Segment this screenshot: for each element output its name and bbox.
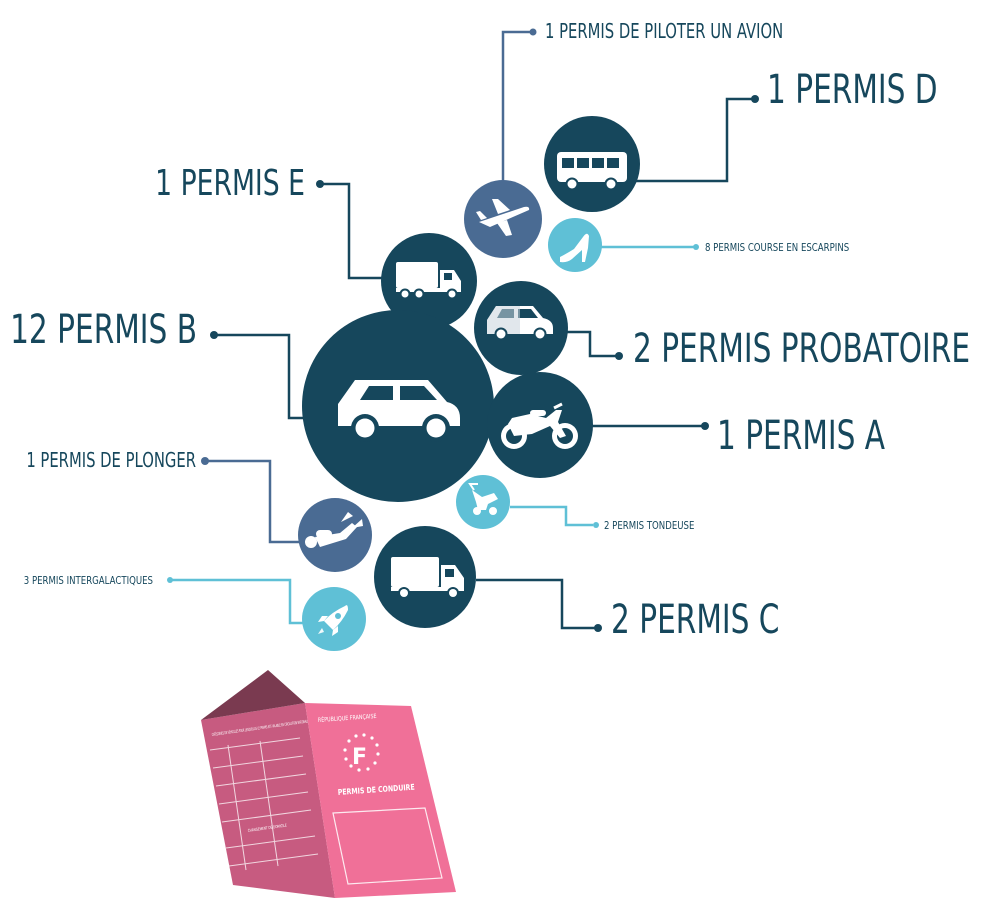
label-plonger: 1 PERMIS DE PLONGER	[26, 450, 196, 473]
rocket-icon	[318, 605, 348, 636]
connector-dot-plonger	[201, 457, 209, 465]
truck-trailer-icon	[396, 262, 461, 300]
label-intergalactiques: 3 PERMIS INTERGALACTIQUES	[24, 575, 153, 587]
label-a: 1 PERMIS A	[717, 413, 885, 460]
connector-probatoire	[567, 330, 616, 358]
label-tondeuse: 2 PERMIS TONDEUSE	[604, 520, 694, 532]
connector-dot-b	[210, 331, 218, 339]
driving-licence-icon: CATÉGORIES DE VÉHICULES POUR LESQUELLES …	[201, 670, 456, 898]
label-b: 12 PERMIS B	[10, 307, 197, 354]
connector-dot-d	[751, 95, 759, 103]
connector-dot-escarpins	[693, 244, 699, 250]
bus-icon	[557, 152, 627, 191]
diver-icon	[305, 512, 363, 548]
licence-back-grid	[209, 737, 319, 871]
labels: 1 PERMIS DE PILOTER UN AVION 1 PERMIS D …	[10, 21, 970, 643]
airplane-icon	[476, 199, 530, 236]
label-d: 1 PERMIS D	[767, 67, 938, 114]
connectors	[167, 28, 759, 632]
truck-icon	[391, 557, 464, 599]
licence-front-page	[305, 703, 456, 898]
high-heel-icon	[560, 233, 589, 263]
label-avion: 1 PERMIS DE PILOTER UN AVION	[545, 21, 783, 44]
connector-dot-avion	[529, 28, 537, 36]
connector-b	[216, 333, 305, 420]
label-c: 2 PERMIS C	[611, 597, 779, 644]
label-e: 1 PERMIS E	[155, 163, 305, 204]
lawnmower-icon	[468, 483, 498, 515]
connector-intergalactiques	[172, 578, 303, 625]
connector-dot-intergalactiques	[167, 577, 173, 583]
label-escarpins: 8 PERMIS COURSE EN ESCARPINS	[705, 242, 849, 254]
connector-d	[636, 97, 752, 183]
connector-dot-e	[316, 180, 324, 188]
licence-letter: F	[352, 745, 367, 770]
label-probatoire: 2 PERMIS PROBATOIRE	[633, 326, 970, 373]
licence-address-change: CHANGEMENT DE DOMICILE	[248, 823, 288, 833]
connector-dot-c	[594, 624, 602, 632]
connector-plonger	[207, 459, 300, 544]
car-probation-icon	[487, 306, 553, 341]
connector-avion	[501, 30, 531, 184]
connector-dot-tondeuse	[593, 522, 599, 528]
connector-dot-probatoire	[615, 352, 623, 360]
connector-tondeuse	[510, 505, 593, 527]
car-icon	[338, 380, 460, 442]
connector-dot-a	[701, 422, 709, 430]
connector-c	[476, 578, 595, 630]
eu-stars	[343, 733, 380, 772]
licence-fold-flap	[201, 670, 305, 720]
connector-e	[322, 182, 383, 280]
motorcycle-icon	[501, 402, 578, 449]
bubble-escarpins	[548, 218, 602, 272]
licence-photo-box	[332, 807, 443, 885]
licence-back-page	[201, 703, 335, 898]
